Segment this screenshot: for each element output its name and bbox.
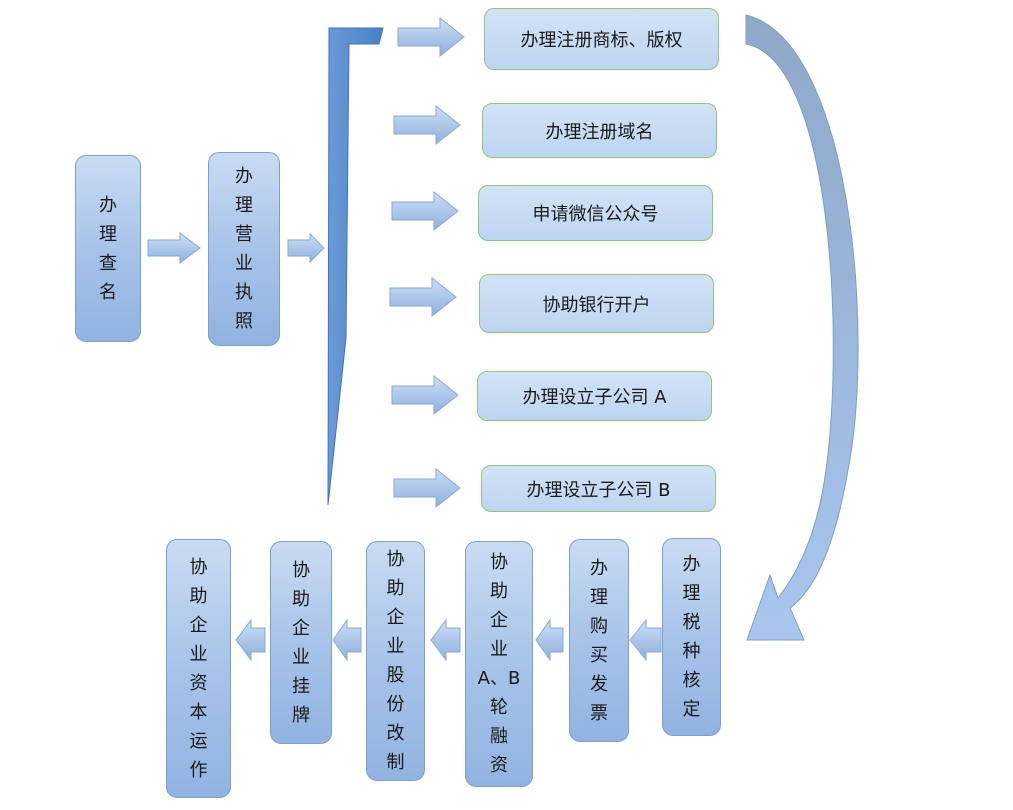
step-financing-ab-line: 企 xyxy=(490,610,508,631)
step-listing-line: 协 xyxy=(292,559,310,581)
step-business-license-line: 照 xyxy=(235,311,253,332)
arrow-listing-to-capital xyxy=(235,618,266,662)
task-trademark-copyright-label: 办理注册商标、版权 xyxy=(520,30,683,51)
task-subsidiary-a-label: 办理设立子公司 A xyxy=(522,387,667,408)
branch-bracket xyxy=(327,27,384,506)
step-business-license-line: 理 xyxy=(235,195,253,216)
step-purchase-invoice: 办 理 购 买 发 票 xyxy=(569,539,629,742)
step-name-check-line: 办 xyxy=(99,194,117,216)
step-financing-ab-line: 资 xyxy=(490,755,508,776)
step-purchase-invoice-line: 办 xyxy=(590,557,608,579)
step-capital-operation-line: 协 xyxy=(189,556,208,578)
task-bank-account-label: 协助银行开户 xyxy=(542,294,651,316)
arrow-share-reform-to-listing xyxy=(332,618,362,662)
step-tax-verification-line: 理 xyxy=(682,583,701,604)
step-share-reform-line: 份 xyxy=(386,694,405,715)
curved-arrow-to-tax xyxy=(745,14,859,641)
step-share-reform: 协 助 企 业 股 份 改 制 xyxy=(366,541,425,781)
step-tax-verification: 办 理 税 种 核 定 xyxy=(662,538,721,736)
arrow-to-trademark xyxy=(397,16,465,58)
step-share-reform-line: 协 xyxy=(386,549,405,570)
step-share-reform-line: 企 xyxy=(386,607,405,628)
step-business-license: 办 理 营 业 执 照 xyxy=(208,152,280,346)
step-listing: 协 助 企 业 挂 牌 xyxy=(270,541,332,744)
task-trademark-copyright: 办理注册商标、版权 xyxy=(484,8,719,70)
arrow-to-bank xyxy=(389,276,457,318)
step-tax-verification-line: 种 xyxy=(682,641,701,662)
arrow-financing-to-share-reform xyxy=(430,618,461,662)
step-capital-operation-line: 运 xyxy=(189,730,208,752)
step-financing-ab-line: A、B xyxy=(477,668,521,689)
step-tax-verification-line: 核 xyxy=(682,670,701,691)
step-capital-operation: 协 助 企 业 资 本 运 作 xyxy=(166,539,231,798)
step-share-reform-line: 业 xyxy=(386,636,405,657)
step-listing-line: 业 xyxy=(292,646,310,668)
arrow-to-domain xyxy=(393,104,461,146)
step-listing-line: 牌 xyxy=(292,704,310,726)
step-financing-ab-line: 协 xyxy=(490,552,508,573)
step-purchase-invoice-line: 买 xyxy=(590,644,608,666)
step-business-license-line: 办 xyxy=(235,166,253,187)
arrow-license-to-bracket xyxy=(287,232,325,264)
step-capital-operation-line: 本 xyxy=(189,701,208,723)
step-tax-verification-line: 定 xyxy=(682,699,701,720)
step-name-check-line: 名 xyxy=(99,281,117,303)
arrow-tax-to-invoice xyxy=(629,618,662,662)
step-tax-verification-line: 税 xyxy=(682,612,701,633)
step-share-reform-line: 股 xyxy=(386,665,405,686)
step-listing-line: 企 xyxy=(292,617,310,639)
step-capital-operation-line: 助 xyxy=(189,585,208,607)
step-financing-ab-line: 融 xyxy=(490,726,508,747)
task-subsidiary-b-label: 办理设立子公司 B xyxy=(526,479,671,501)
step-name-check: 办 理 查 名 xyxy=(75,155,141,342)
arrow-name-to-license xyxy=(147,232,201,264)
step-name-check-line: 理 xyxy=(99,223,117,245)
step-financing-ab: 协 助 企 业 A、B 轮 融 资 xyxy=(465,541,533,787)
step-share-reform-line: 制 xyxy=(386,752,405,773)
arrow-invoice-to-financing xyxy=(535,618,564,662)
task-domain-name-label: 办理注册域名 xyxy=(545,121,654,143)
step-financing-ab-line: 业 xyxy=(490,639,508,660)
task-domain-name: 办理注册域名 xyxy=(482,103,717,158)
step-business-license-line: 执 xyxy=(235,282,253,303)
step-name-check-line: 查 xyxy=(99,252,117,274)
step-purchase-invoice-line: 发 xyxy=(590,673,608,695)
step-listing-line: 挂 xyxy=(292,675,310,697)
step-tax-verification-line: 办 xyxy=(682,554,701,575)
task-wechat-account: 申请微信公众号 xyxy=(478,185,713,241)
arrow-to-wechat xyxy=(391,190,459,232)
arrow-to-subsidiary-a xyxy=(391,374,459,416)
step-purchase-invoice-line: 购 xyxy=(590,615,608,637)
task-subsidiary-a: 办理设立子公司 A xyxy=(477,371,712,421)
step-share-reform-line: 助 xyxy=(386,578,405,599)
task-bank-account: 协助银行开户 xyxy=(479,274,714,333)
step-capital-operation-line: 作 xyxy=(189,759,208,781)
step-financing-ab-line: 助 xyxy=(490,581,508,602)
step-share-reform-line: 改 xyxy=(386,723,405,744)
step-purchase-invoice-line: 理 xyxy=(590,586,608,608)
step-listing-line: 助 xyxy=(292,588,310,610)
step-capital-operation-line: 企 xyxy=(189,614,208,636)
step-business-license-line: 营 xyxy=(235,224,253,245)
task-subsidiary-b: 办理设立子公司 B xyxy=(481,465,716,512)
step-financing-ab-line: 轮 xyxy=(490,697,508,718)
step-business-license-line: 业 xyxy=(235,253,253,274)
task-wechat-account-label: 申请微信公众号 xyxy=(532,204,659,225)
step-capital-operation-line: 资 xyxy=(189,672,208,694)
step-purchase-invoice-line: 票 xyxy=(590,702,608,724)
step-capital-operation-line: 业 xyxy=(189,643,208,665)
arrow-to-subsidiary-b xyxy=(393,467,461,509)
